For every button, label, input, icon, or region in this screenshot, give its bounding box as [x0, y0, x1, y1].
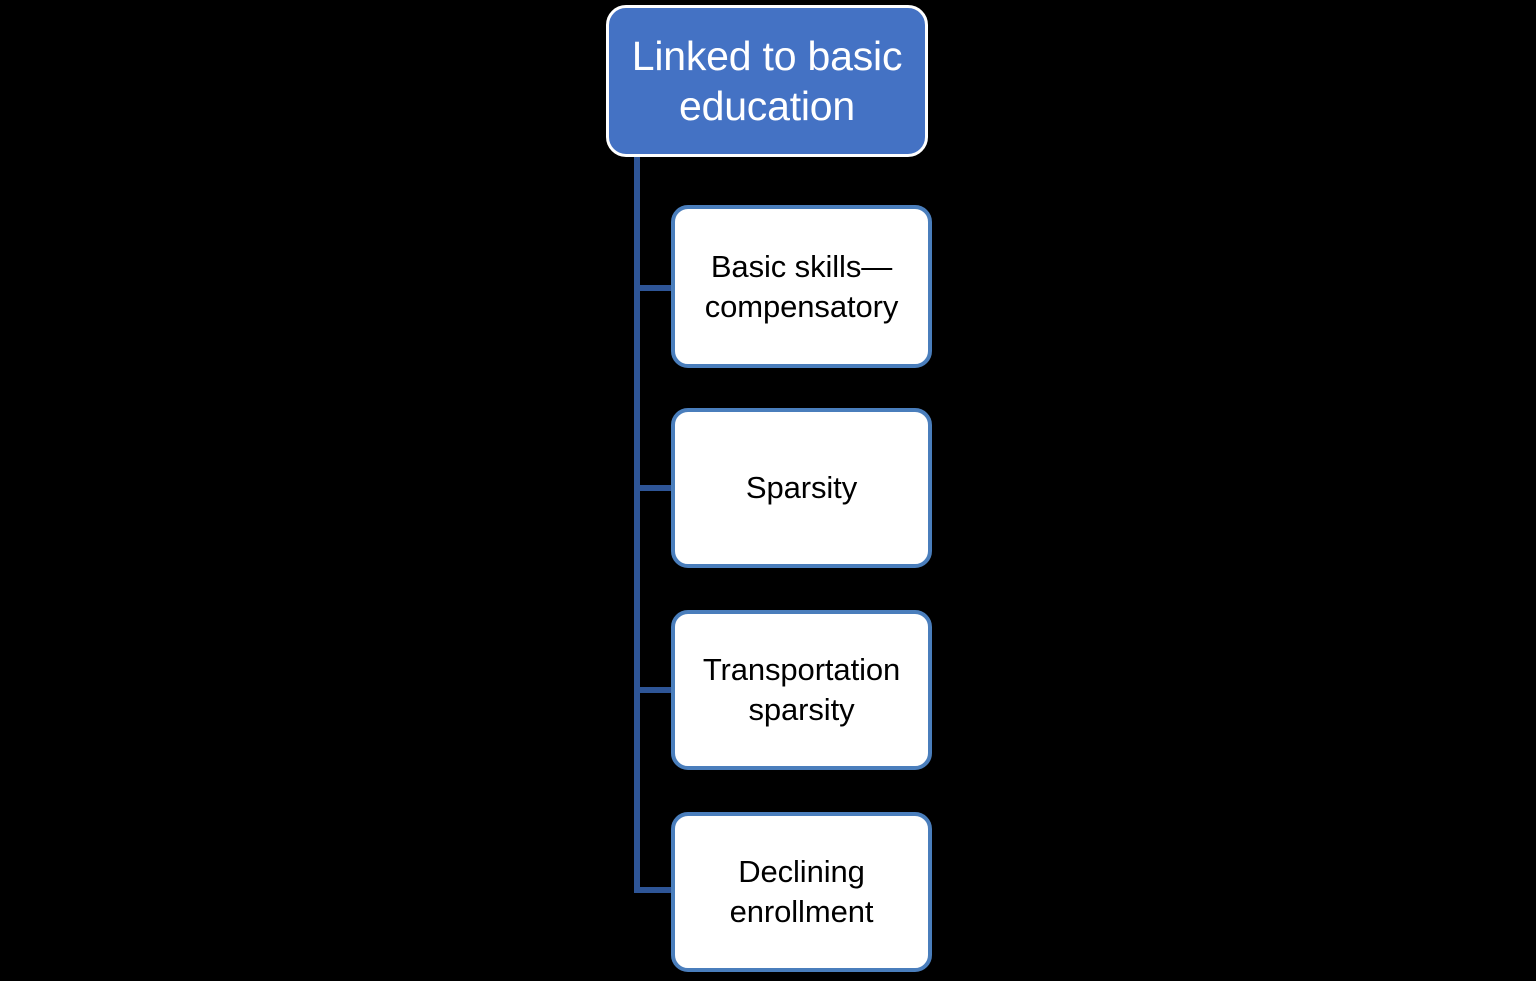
node-basic-skills-compensatory-label: Basic skills—compensatory: [704, 248, 899, 324]
node-sparsity-label: Sparsity: [745, 470, 858, 506]
node-root[interactable]: Linked to basic education: [606, 5, 928, 157]
node-transportation-sparsity[interactable]: Transportation sparsity: [671, 610, 932, 770]
node-declining-enrollment-label: Declining enrollment: [729, 854, 874, 929]
node-declining-enrollment[interactable]: Declining enrollment: [671, 812, 932, 972]
node-sparsity[interactable]: Sparsity: [671, 408, 932, 568]
node-root-label: Linked to basic education: [631, 32, 903, 129]
node-transportation-sparsity-label: Transportation sparsity: [702, 652, 901, 727]
node-basic-skills-compensatory[interactable]: Basic skills—compensatory: [671, 205, 932, 368]
